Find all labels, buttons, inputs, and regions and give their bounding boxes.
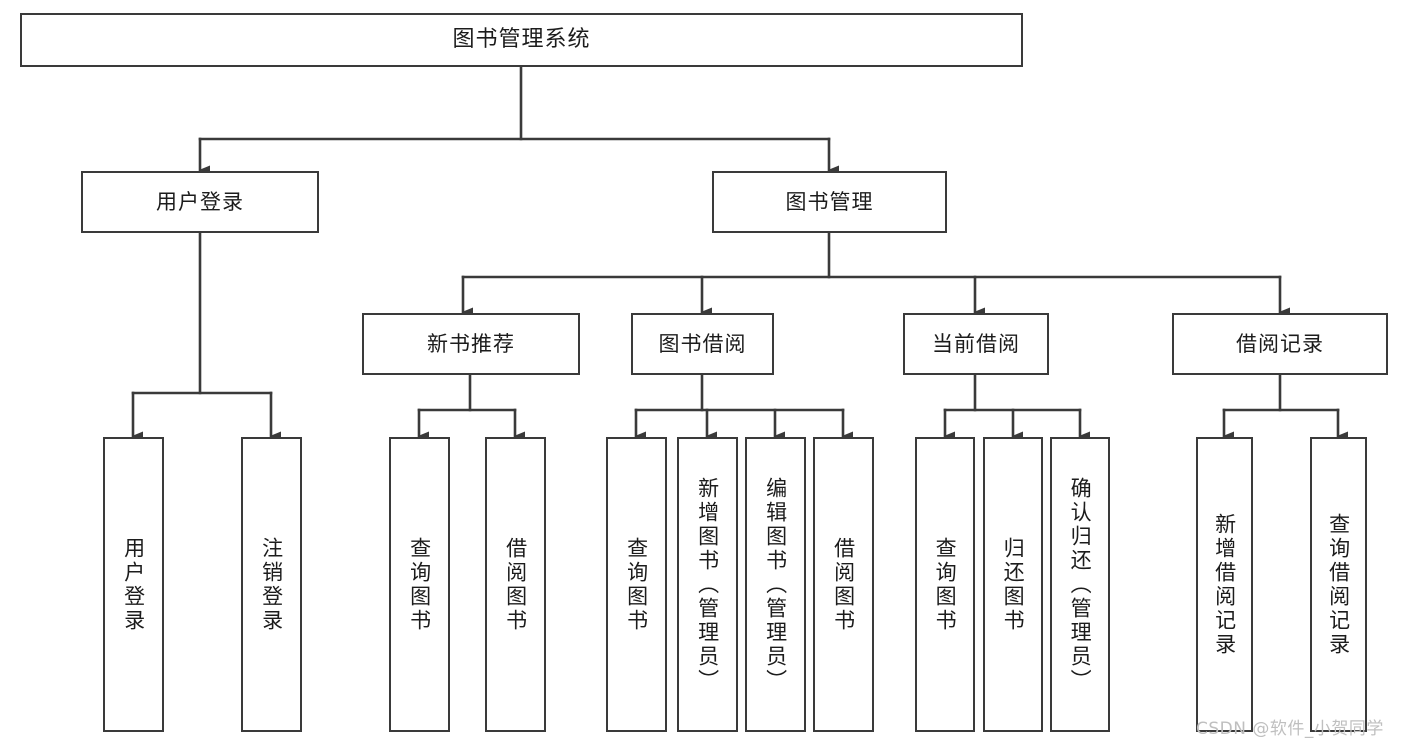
node-label: 查询图书 (624, 536, 649, 633)
node-label: 新增借阅记录 (1212, 512, 1237, 657)
connector-lines (131, 65, 1348, 441)
node-label: 查询图书 (407, 536, 432, 633)
node-borrow-record[interactable]: 借阅记录 (1172, 313, 1388, 375)
watermark-text: CSDN @软件_小贺同学 (1196, 719, 1384, 739)
node-book-borrow[interactable]: 图书借阅 (631, 313, 774, 375)
node-leaf-query-record[interactable]: 查询借阅记录 (1310, 437, 1367, 732)
node-current-borrow[interactable]: 当前借阅 (903, 313, 1049, 375)
node-leaf-query-book-3[interactable]: 查询图书 (915, 437, 975, 732)
node-leaf-return-book[interactable]: 归还图书 (983, 437, 1043, 732)
node-label: 确认归还（管理员） (1068, 476, 1093, 693)
node-label: 用户登录 (156, 189, 244, 214)
node-label: 图书借阅 (658, 331, 747, 356)
node-label: 查询图书 (933, 536, 958, 633)
node-label: 新增图书（管理员） (695, 476, 720, 693)
node-root-root[interactable]: 图书管理系统 (20, 13, 1023, 67)
node-label: 编辑图书（管理员） (763, 476, 788, 693)
node-label: 图书管理系统 (452, 27, 591, 53)
node-label: 借阅图书 (831, 536, 856, 633)
node-leaf-user-login[interactable]: 用户登录 (103, 437, 164, 732)
node-label: 图书管理 (785, 189, 874, 214)
node-leaf-query-book-2[interactable]: 查询图书 (606, 437, 667, 732)
node-leaf-query-book-1[interactable]: 查询图书 (389, 437, 450, 732)
node-book-manage[interactable]: 图书管理 (712, 171, 947, 233)
node-leaf-edit-book[interactable]: 编辑图书（管理员） (745, 437, 806, 732)
node-label: 归还图书 (1001, 536, 1026, 633)
node-new-book-recommend[interactable]: 新书推荐 (362, 313, 580, 375)
node-label: 当前借阅 (932, 331, 1020, 356)
node-leaf-add-book[interactable]: 新增图书（管理员） (677, 437, 738, 732)
node-label: 注销登录 (259, 536, 284, 633)
node-label: 用户登录 (121, 536, 146, 633)
node-user-login[interactable]: 用户登录 (81, 171, 319, 233)
node-leaf-logout[interactable]: 注销登录 (241, 437, 302, 732)
node-leaf-confirm-return[interactable]: 确认归还（管理员） (1050, 437, 1110, 732)
node-label: 借阅图书 (503, 536, 528, 633)
node-label: 新书推荐 (427, 331, 515, 356)
node-label: 查询借阅记录 (1326, 512, 1351, 657)
node-leaf-borrow-book-2[interactable]: 借阅图书 (813, 437, 874, 732)
node-label: 借阅记录 (1236, 331, 1324, 356)
node-leaf-add-record[interactable]: 新增借阅记录 (1196, 437, 1253, 732)
node-leaf-borrow-book-1[interactable]: 借阅图书 (485, 437, 546, 732)
